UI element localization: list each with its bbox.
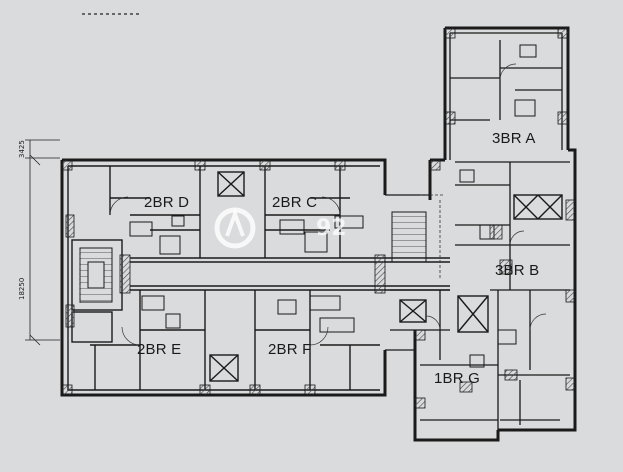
unit-label-3br-a: 3BR A [492, 130, 536, 147]
watermark-logo [214, 207, 256, 249]
watermark-text: 92 [316, 216, 347, 241]
unit-label-1br-g: 1BR G [434, 370, 481, 387]
dimension-label-top: 3425 [18, 140, 26, 158]
unit-label-2br-f: 2BR F [268, 341, 312, 358]
elevator-shafts [209, 171, 563, 382]
bathroom-fixtures [129, 44, 537, 368]
left-wing-hatch [61, 159, 386, 396]
unit-label-2br-c: 2BR C [272, 194, 318, 211]
left-wing-walls [60, 158, 387, 397]
unit-label-2br-e: 2BR E [137, 341, 182, 358]
door-swings [109, 63, 547, 346]
unit-label-2br-d: 2BR D [144, 194, 190, 211]
dimension-label-total: 18250 [18, 277, 26, 300]
dimension-lines [25, 139, 60, 346]
dashed-lines [79, 194, 445, 305]
stairwell-right [391, 211, 427, 263]
unit-label-3br-b: 3BR B [495, 262, 540, 279]
stairwell-left-inner [87, 261, 105, 289]
right-tower-hatch [414, 27, 576, 409]
